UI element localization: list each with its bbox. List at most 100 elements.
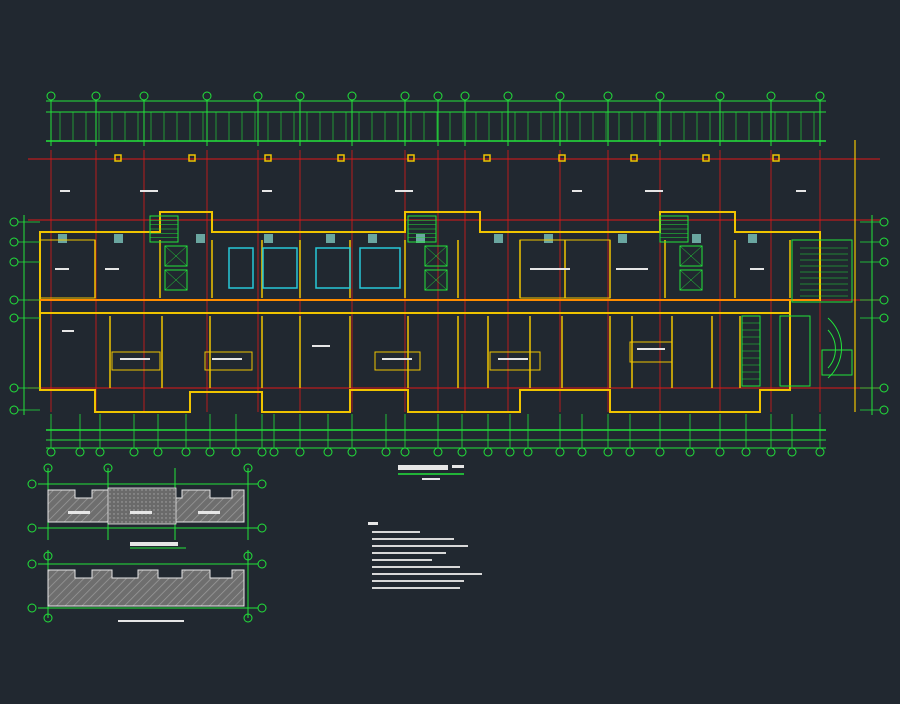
column-marker-icon xyxy=(618,234,627,243)
column-marker-icon xyxy=(483,154,491,162)
axis-bubble-icon xyxy=(43,613,53,623)
bathroom-fixture xyxy=(262,247,298,289)
room-label-bar xyxy=(212,358,242,360)
axis-bubble-icon xyxy=(457,447,467,457)
stair-cores xyxy=(149,215,853,387)
bathroom-fixtures xyxy=(228,247,853,376)
room-label-bar xyxy=(750,268,764,270)
axis-bubble-icon xyxy=(879,295,889,305)
room-label-box xyxy=(374,351,421,371)
room-label-bar xyxy=(637,348,665,350)
column-marker-icon xyxy=(58,234,67,243)
axis-bubble-icon xyxy=(295,91,305,101)
elevator-icon xyxy=(164,269,188,291)
column-marker-icon xyxy=(264,154,272,162)
room-label-box xyxy=(111,351,161,371)
axis-bubble-icon xyxy=(503,91,513,101)
axis-bubble-icon xyxy=(243,463,253,473)
note-text-bar xyxy=(372,587,460,589)
axis-bubble-icon xyxy=(815,91,825,101)
room-label-bar xyxy=(140,190,158,192)
axis-bubble-icon xyxy=(257,523,267,533)
axis-bubble-icon xyxy=(460,91,470,101)
axis-bubble-icon xyxy=(257,447,267,457)
bathroom-fixture xyxy=(359,247,401,289)
axis-bubble-icon xyxy=(75,447,85,457)
note-text-bar xyxy=(372,566,460,568)
axis-bubble-icon xyxy=(879,217,889,227)
note-text-bar xyxy=(372,573,482,575)
room-label-bar xyxy=(572,190,582,192)
room-label-bar xyxy=(62,330,74,332)
axis-bubble-icon xyxy=(257,479,267,489)
axis-bubble-icon xyxy=(9,237,19,247)
room-label-bar xyxy=(120,358,150,360)
axis-bubble-icon xyxy=(879,257,889,267)
axis-bubble-icon xyxy=(46,91,56,101)
axis-bubble-icon xyxy=(27,523,37,533)
axis-bubble-icon xyxy=(27,559,37,569)
axis-bubble-icon xyxy=(505,447,515,457)
general-notes-block xyxy=(368,522,482,589)
column-marker-icon xyxy=(692,234,701,243)
column-marker-icon xyxy=(702,154,710,162)
detail-axis-bubbles xyxy=(27,463,267,623)
column-marker-icon xyxy=(558,154,566,162)
axis-bubble-icon xyxy=(577,447,587,457)
column-markers xyxy=(58,154,780,243)
axis-bubble-icon xyxy=(257,603,267,613)
axis-bubble-icon xyxy=(655,91,665,101)
room-label-bar xyxy=(55,268,69,270)
axis-bubble-icon xyxy=(483,447,493,457)
bathroom-fixture xyxy=(315,247,351,289)
axis-bubble-icon xyxy=(231,447,241,457)
axis-bubble-icon xyxy=(205,447,215,457)
axis-bubble-icon xyxy=(400,91,410,101)
axis-bubble-icon xyxy=(9,257,19,267)
stair-landing-box xyxy=(821,349,853,376)
axis-bubble-icon xyxy=(9,217,19,227)
elevator-cross xyxy=(679,245,703,267)
column-marker-icon xyxy=(630,154,638,162)
column-marker-icon xyxy=(494,234,503,243)
exterior-walls xyxy=(39,211,821,413)
axis-bubble-icon xyxy=(625,447,635,457)
axis-bubble-icon xyxy=(9,405,19,415)
axis-bubble-icon xyxy=(129,447,139,457)
elevator-icon xyxy=(679,245,703,267)
axis-bubble-icon xyxy=(655,447,665,457)
side-axis-bubbles xyxy=(9,140,889,415)
column-marker-icon xyxy=(544,234,553,243)
top-axis-lines xyxy=(50,100,821,146)
axis-bubble-icon xyxy=(523,447,533,457)
column-marker-icon xyxy=(114,154,122,162)
column-marker-icon xyxy=(188,154,196,162)
column-marker-icon xyxy=(264,234,273,243)
axis-bubble-icon xyxy=(879,405,889,415)
note-heading-bar xyxy=(368,522,378,525)
axis-bubble-icon xyxy=(879,237,889,247)
axis-bubble-icon xyxy=(9,295,19,305)
column-marker-icon xyxy=(196,234,205,243)
room-label-bar xyxy=(262,190,272,192)
axis-bubble-icon xyxy=(139,91,149,101)
room-label-bar xyxy=(796,190,806,192)
axis-bubble-icon xyxy=(685,447,695,457)
axis-bubble-icon xyxy=(181,447,191,457)
axis-bubble-icon xyxy=(91,91,101,101)
axis-bubble-icon xyxy=(103,463,113,473)
axis-bubble-icon xyxy=(347,447,357,457)
plan-title-block xyxy=(398,465,464,480)
axis-bubble-icon xyxy=(603,447,613,457)
axis-bubble-icon xyxy=(9,383,19,393)
column-marker-icon xyxy=(326,234,335,243)
room-label-bar xyxy=(616,268,648,270)
axis-bubble-icon xyxy=(46,447,56,457)
note-text-bar xyxy=(372,538,454,540)
elevator-cross xyxy=(424,269,448,291)
axis-bubble-icon xyxy=(153,447,163,457)
column-marker-icon xyxy=(337,154,345,162)
axis-bubble-icon xyxy=(555,91,565,101)
